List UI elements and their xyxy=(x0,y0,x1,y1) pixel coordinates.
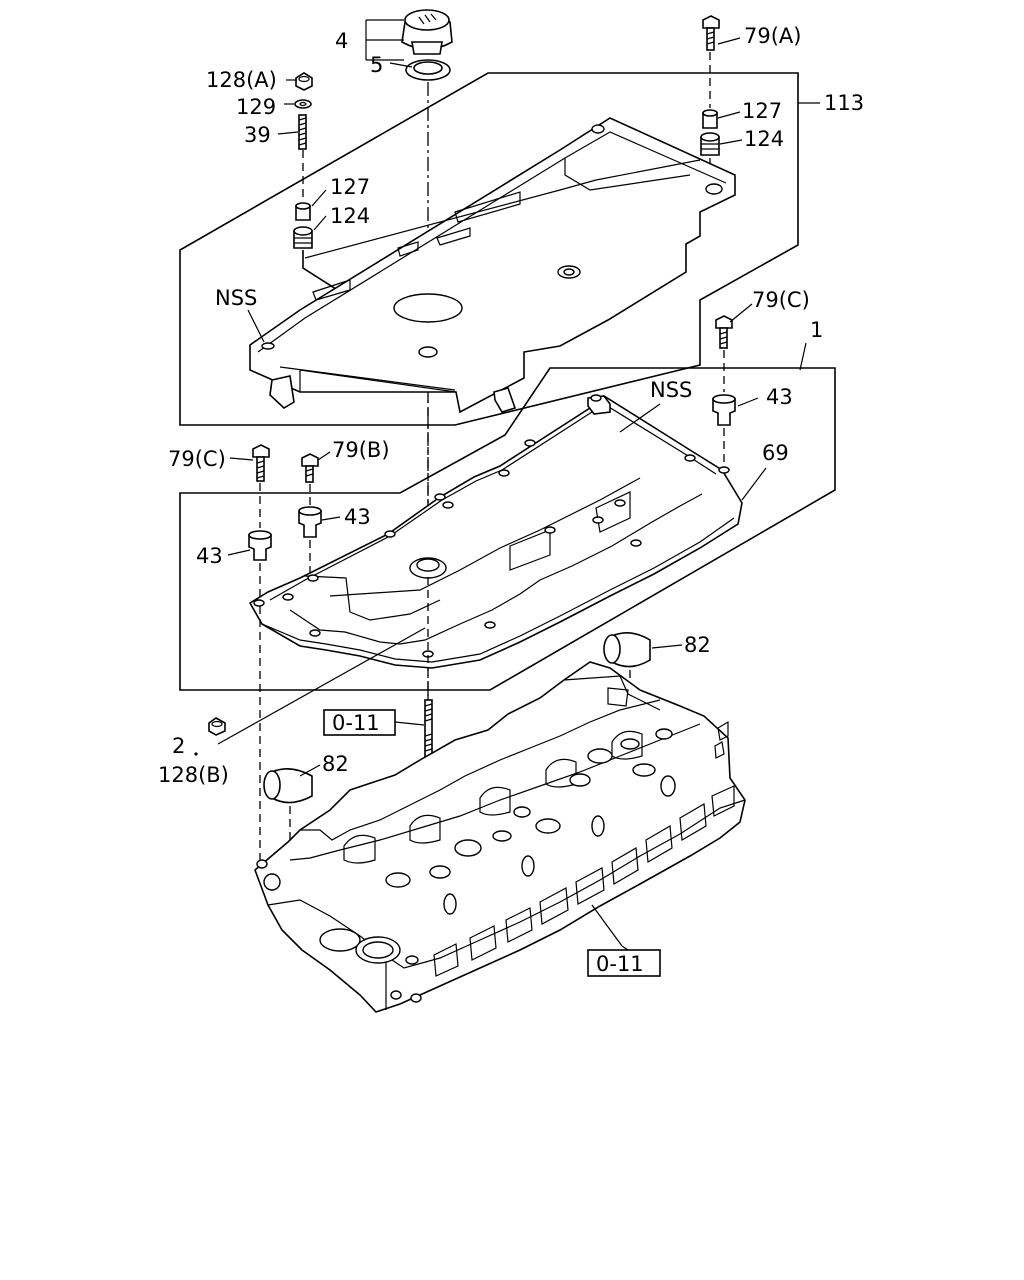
separator-dot xyxy=(194,752,198,756)
callout-124-right: 124 xyxy=(744,127,784,151)
grommet-124-right-icon xyxy=(700,132,720,156)
callout-127-right: 127 xyxy=(742,99,782,123)
callout-79c-right: 79(C) xyxy=(752,288,810,312)
callout-1: 1 xyxy=(810,318,823,342)
collar-127-left-icon xyxy=(295,202,311,221)
engine-head-cover-icon xyxy=(249,117,736,414)
nut-128a-icon xyxy=(295,72,313,91)
bolt-79c-right-icon xyxy=(715,315,733,349)
callout-nss-upper: NSS xyxy=(215,286,257,310)
callout-82-right: 82 xyxy=(684,633,711,657)
callout-43-mid: 43 xyxy=(344,505,371,529)
callout-79c-left: 79(C) xyxy=(168,447,226,471)
callout-2: 2 xyxy=(172,734,185,758)
spacer-43-mid-icon xyxy=(298,506,322,538)
callout-82-left: 82 xyxy=(322,752,349,776)
callout-4: 4 xyxy=(335,29,348,53)
callout-5: 5 xyxy=(370,53,383,77)
group-1-outline xyxy=(179,367,836,691)
spacer-43-left-icon xyxy=(248,530,272,561)
callout-127-left: 127 xyxy=(330,175,370,199)
grommet-124-left-icon xyxy=(293,226,313,249)
oil-filler-cap-icon xyxy=(401,9,453,55)
ref-box-lower xyxy=(587,949,661,977)
callout-128b: 128(B) xyxy=(158,763,229,787)
group-113-outline xyxy=(179,72,799,426)
stud-39-icon xyxy=(298,114,307,150)
callout-43-left: 43 xyxy=(196,544,223,568)
plug-82-left-icon xyxy=(263,768,313,804)
callout-39: 39 xyxy=(244,123,271,147)
ref-upper: 0-11 xyxy=(332,711,380,735)
callout-113: 113 xyxy=(824,91,864,115)
callout-69: 69 xyxy=(762,441,789,465)
callout-nss-lower: NSS xyxy=(650,378,692,402)
callout-79b: 79(B) xyxy=(332,438,390,462)
plug-82-right-icon xyxy=(603,632,651,668)
bolt-79c-left-icon xyxy=(252,444,270,482)
callout-129: 129 xyxy=(236,95,276,119)
gasket-ring-icon xyxy=(405,59,451,81)
callout-43-right: 43 xyxy=(766,385,793,409)
spacer-43-right-icon xyxy=(712,394,736,426)
bolt-79b-icon xyxy=(301,453,319,483)
callout-128a: 128(A) xyxy=(206,68,277,92)
callout-124-left: 124 xyxy=(330,204,370,228)
stud-0-11-icon xyxy=(424,699,433,759)
callout-79a: 79(A) xyxy=(744,24,801,48)
cylinder-head-cover-icon xyxy=(248,394,743,669)
washer-129-icon xyxy=(294,99,312,109)
bolt-79a-icon xyxy=(702,15,720,51)
collar-127-right-icon xyxy=(702,109,718,129)
ref-box-upper xyxy=(323,709,396,736)
cylinder-head-icon xyxy=(254,661,746,1013)
nut-128b-icon xyxy=(208,717,226,736)
ref-lower: 0-11 xyxy=(596,952,644,976)
